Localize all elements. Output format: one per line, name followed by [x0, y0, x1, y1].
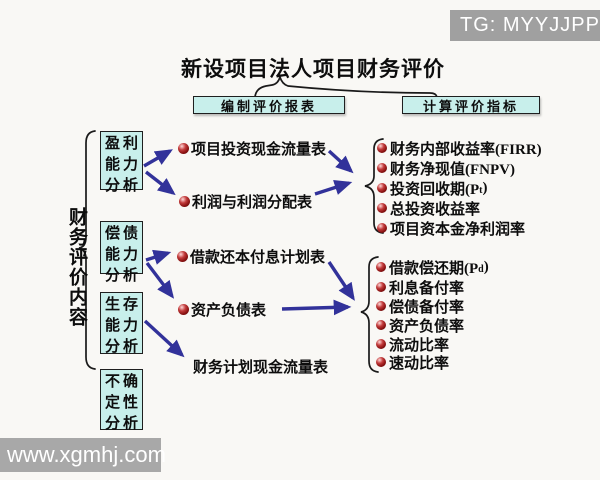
box-line: 分析: [104, 339, 141, 355]
bullet-icon: [376, 357, 386, 367]
box-prepare-evaluation-reports: 编制评价报表: [193, 96, 345, 114]
box-line: 分析: [104, 268, 141, 284]
bullet-icon: [376, 320, 386, 330]
report-label: 财务计划现金流量表: [193, 359, 329, 376]
box-calculate-evaluation-indicators: 计算评价指标: [402, 96, 540, 114]
report-investment-cashflow: 项目投资现金流量表: [178, 139, 327, 158]
arrow-loan-repayment-plan-to-indicators: [327, 261, 355, 301]
indicator-label: 项目资本金净利润率: [390, 221, 526, 238]
indicator-label: 借款偿还期(P: [389, 260, 479, 277]
indicator-subscript: t: [479, 185, 483, 196]
box-line: 偿债: [104, 226, 141, 242]
box-calculate-evaluation-indicators-label: 计算评价指标: [422, 98, 519, 114]
bullet-icon: [178, 142, 189, 154]
box-line: 分析: [104, 416, 141, 432]
bullet-icon: [376, 339, 386, 349]
bullet-icon: [376, 301, 386, 311]
indicator-label: 流动比率: [389, 337, 450, 354]
indicator-label-suffix: ): [483, 258, 489, 275]
box-solvency-analysis: 偿债 能力 分析: [100, 221, 143, 284]
box-viability-analysis: 生存 能力 分析: [100, 292, 143, 355]
box-line: 分析: [104, 178, 141, 194]
bullet-icon: [376, 282, 386, 292]
indicator-capital-net-profit-rate: 项目资本金净利润率: [377, 219, 526, 238]
arrow-profitability-to-profit-distribution: [144, 170, 176, 196]
title-brace: [254, 73, 438, 98]
report-loan-repayment-plan: 借款还本付息计划表: [177, 247, 326, 266]
arrow-solvency-to-loan-repayment-plan: [145, 249, 172, 265]
report-balance-sheet: 资产负债表: [178, 300, 267, 319]
report-label: 利润与利润分配表: [192, 194, 313, 211]
indicator-label: 总投资收益率: [390, 201, 481, 218]
bullet-icon: [377, 183, 387, 193]
indicator-firr: 财务内部收益率(FIRR): [377, 139, 542, 158]
indicator-current-ratio: 流动比率: [376, 335, 450, 354]
report-financial-plan-cashflow: 财务计划现金流量表: [193, 357, 329, 376]
indicator-label: 利息备付率: [389, 280, 465, 297]
box-line: 盈利: [104, 136, 141, 152]
box-uncertainty-analysis: 不确 定性 分析: [100, 369, 143, 432]
box-line: 能力: [104, 247, 141, 263]
indicator-total-investment-return: 总投资收益率: [377, 199, 481, 218]
bullet-icon: [179, 195, 190, 207]
bullet-icon: [377, 163, 387, 173]
indicator-label: 偿债备付率: [389, 299, 465, 316]
content-brace: [78, 130, 96, 370]
indicator-label: 财务内部收益率(FIRR): [390, 141, 542, 158]
box-profitability-analysis: 盈利 能力 分析: [100, 131, 143, 194]
arrow-viability-to-financial-plan-cashflow: [143, 319, 185, 358]
arrow-profit-distribution-to-indicators: [314, 179, 353, 196]
box-line: 能力: [104, 318, 141, 334]
indicator-label-suffix: ): [482, 179, 488, 196]
indicator-debt-service-coverage: 偿债备付率: [376, 297, 465, 316]
tg-watermark: TG: MYYJJPP: [450, 10, 600, 41]
indicator-interest-coverage: 利息备付率: [376, 278, 465, 297]
indicator-asset-liability-ratio: 资产负债率: [376, 316, 465, 335]
bullet-icon: [178, 303, 189, 315]
box-prepare-evaluation-reports-label: 编制评价报表: [220, 98, 317, 114]
indicator-brace-1: [364, 138, 384, 234]
box-line: 定性: [104, 395, 141, 411]
indicator-label: 投资回收期(P: [390, 181, 480, 198]
arrow-solvency-to-balance-sheet: [145, 261, 175, 299]
indicator-fnpv: 财务净现值(FNPV): [377, 159, 515, 178]
box-line: 不确: [104, 374, 141, 390]
bullet-icon: [377, 223, 387, 233]
page-title: 新设项目法人项目财务评价: [181, 57, 445, 81]
arrow-balance-sheet-to-indicators: [281, 299, 352, 316]
report-profit-distribution: 利润与利润分配表: [179, 192, 313, 211]
indicator-quick-ratio: 速动比率: [376, 353, 450, 372]
report-label: 借款还本付息计划表: [190, 249, 326, 266]
indicator-label: 财务净现值(FNPV): [390, 161, 515, 178]
bullet-icon: [177, 250, 188, 262]
indicator-label: 速动比率: [389, 355, 450, 372]
bullet-icon: [376, 262, 386, 272]
indicator-brace-2: [360, 256, 379, 373]
side-label-financial-evaluation-content: 财务评价内容: [66, 207, 87, 327]
site-watermark: www.xgmhj.com: [0, 438, 166, 472]
arrow-investment-cashflow-to-indicators: [327, 149, 354, 174]
bullet-icon: [377, 203, 387, 213]
bullet-icon: [377, 143, 387, 153]
indicator-label: 资产负债率: [389, 318, 465, 335]
report-label: 项目投资现金流量表: [191, 141, 327, 158]
arrow-profitability-to-investment-cashflow: [143, 149, 173, 168]
report-label: 资产负债表: [191, 302, 267, 319]
box-line: 生存: [104, 297, 141, 313]
box-line: 能力: [104, 157, 141, 173]
indicator-subscript: d: [478, 264, 484, 275]
